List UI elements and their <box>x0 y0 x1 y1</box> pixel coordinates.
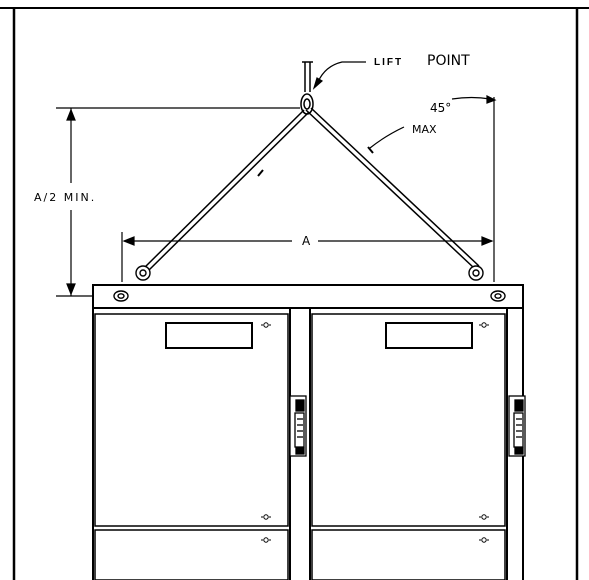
cabinet-right-section <box>309 308 508 580</box>
page-frame <box>0 7 589 580</box>
sling-right <box>305 107 480 269</box>
right-label-plate <box>385 322 473 349</box>
lift-point-label-prefix: LIFT <box>374 57 403 68</box>
lift-point-leader <box>312 61 366 90</box>
screw-marks <box>261 322 489 543</box>
sling-left <box>141 109 310 273</box>
span-dimension <box>121 232 494 282</box>
latch-left <box>289 395 307 457</box>
cabinet-top-plate <box>92 284 524 309</box>
cabinet-left-section <box>94 308 291 580</box>
lift-hook <box>300 61 314 115</box>
angle-arc <box>369 95 497 149</box>
min-height-label: A/2 MIN. <box>34 191 96 204</box>
lift-point-label-suffix: POINT <box>427 53 470 69</box>
latch-right <box>508 395 526 457</box>
sling-wrap-marks <box>257 146 374 177</box>
angle-note-label: MAX <box>412 123 437 136</box>
left-label-plate <box>165 322 253 349</box>
angle-label: 45° <box>430 101 451 115</box>
span-label: A <box>302 234 311 248</box>
lifting-lugs <box>113 265 506 302</box>
